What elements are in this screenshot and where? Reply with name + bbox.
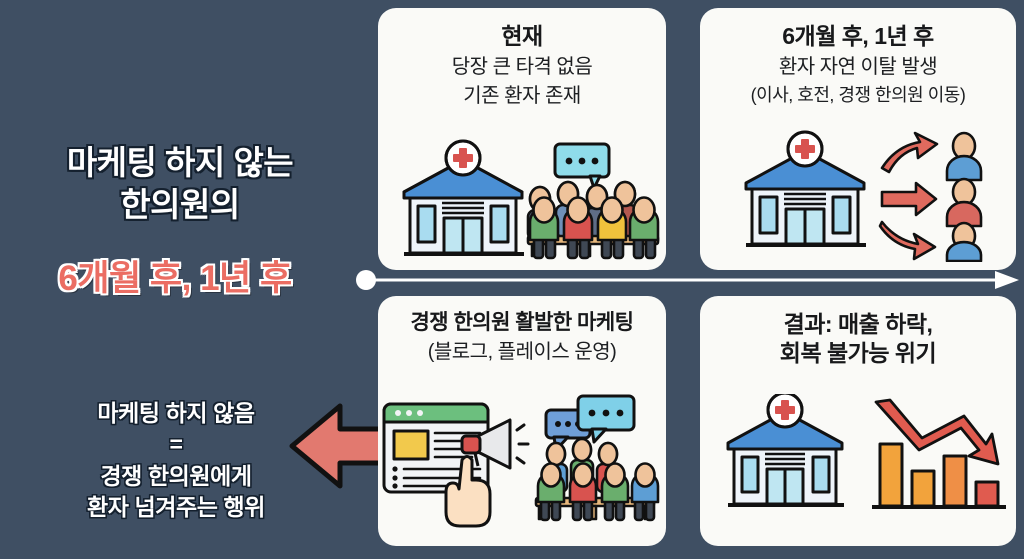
card-after-months-sub-1: 환자 자연 이탈 발생 [778, 55, 938, 78]
card-result: 결과: 매출 하락, 회복 불가능 위기 [700, 296, 1016, 546]
card-result-title: 결과: 매출 하락, [783, 311, 933, 337]
card-competitor-marketing-title: 경쟁 한의원 활발한 마케팅 [410, 311, 634, 334]
headline-line-2: 한의원의 [120, 186, 240, 224]
card-after-months-art [700, 130, 1016, 267]
card-competitor-marketing-sub-1: (블로그, 플레이스 운영) [427, 341, 617, 364]
timeline-arrow-right-icon [995, 271, 1019, 289]
card-competitor-marketing: 경쟁 한의원 활발한 마케팅 (블로그, 플레이스 운영) [378, 296, 666, 546]
clinic-with-declining-chart-icon [726, 391, 1006, 509]
card-result-sub-1: 회복 불가능 위기 [779, 339, 937, 366]
card-current-title: 현재 [501, 23, 543, 49]
card-after-months-title: 6개월 후, 1년 후 [782, 23, 934, 49]
summary-text: 마케팅 하지 않음 = 경쟁 한의원에게 환자 넘겨주는 행위 [0, 398, 352, 523]
card-current-sub-1: 당장 큰 타격 없음 [451, 55, 593, 78]
browser-megaphone-and-crowd-icon [382, 394, 660, 528]
left-panel: 마케팅 하지 않는 한의원의 6개월 후, 1년 후 마케팅 하지 않음 = 경… [0, 0, 372, 559]
card-result-art [700, 391, 1016, 543]
card-current-art [378, 136, 666, 267]
headline-line-1: 마케팅 하지 않는 [66, 144, 294, 181]
card-competitor-marketing-art [378, 392, 666, 547]
clinic-with-departing-patients-icon [744, 130, 983, 263]
headline: 마케팅 하지 않는 한의원의 [0, 142, 360, 226]
headline-accent: 6개월 후, 1년 후 [58, 259, 292, 298]
card-current-sub-2: 기존 환자 존재 [463, 85, 581, 108]
summary-line-1: 마케팅 하지 않음 [97, 400, 255, 426]
card-after-months-sub-2: (이사, 호전, 경쟁 한의원 이동) [750, 85, 966, 106]
card-result-text: 결과: 매출 하락, 회복 불가능 위기 [700, 296, 1016, 368]
card-current-text: 현재 당장 큰 타격 없음 기존 환자 존재 [378, 8, 666, 110]
card-after-months-text: 6개월 후, 1년 후 환자 자연 이탈 발생 (이사, 호전, 경쟁 한의원 … [700, 8, 1016, 107]
card-competitor-marketing-text: 경쟁 한의원 활발한 마케팅 (블로그, 플레이스 운영) [378, 296, 666, 366]
summary-line-2: = [169, 431, 183, 458]
card-current: 현재 당장 큰 타격 없음 기존 환자 존재 [378, 8, 666, 270]
timeline [352, 264, 1024, 296]
card-after-months: 6개월 후, 1년 후 환자 자연 이탈 발생 (이사, 호전, 경쟁 한의원 … [700, 8, 1016, 270]
clinic-with-seated-patients-icon [402, 139, 660, 260]
timeline-svg [356, 270, 1019, 290]
summary-line-3: 경쟁 한의원에게 [100, 462, 252, 489]
summary-line-4: 환자 넘겨주는 행위 [86, 493, 266, 520]
timeline-start-dot [356, 270, 376, 290]
